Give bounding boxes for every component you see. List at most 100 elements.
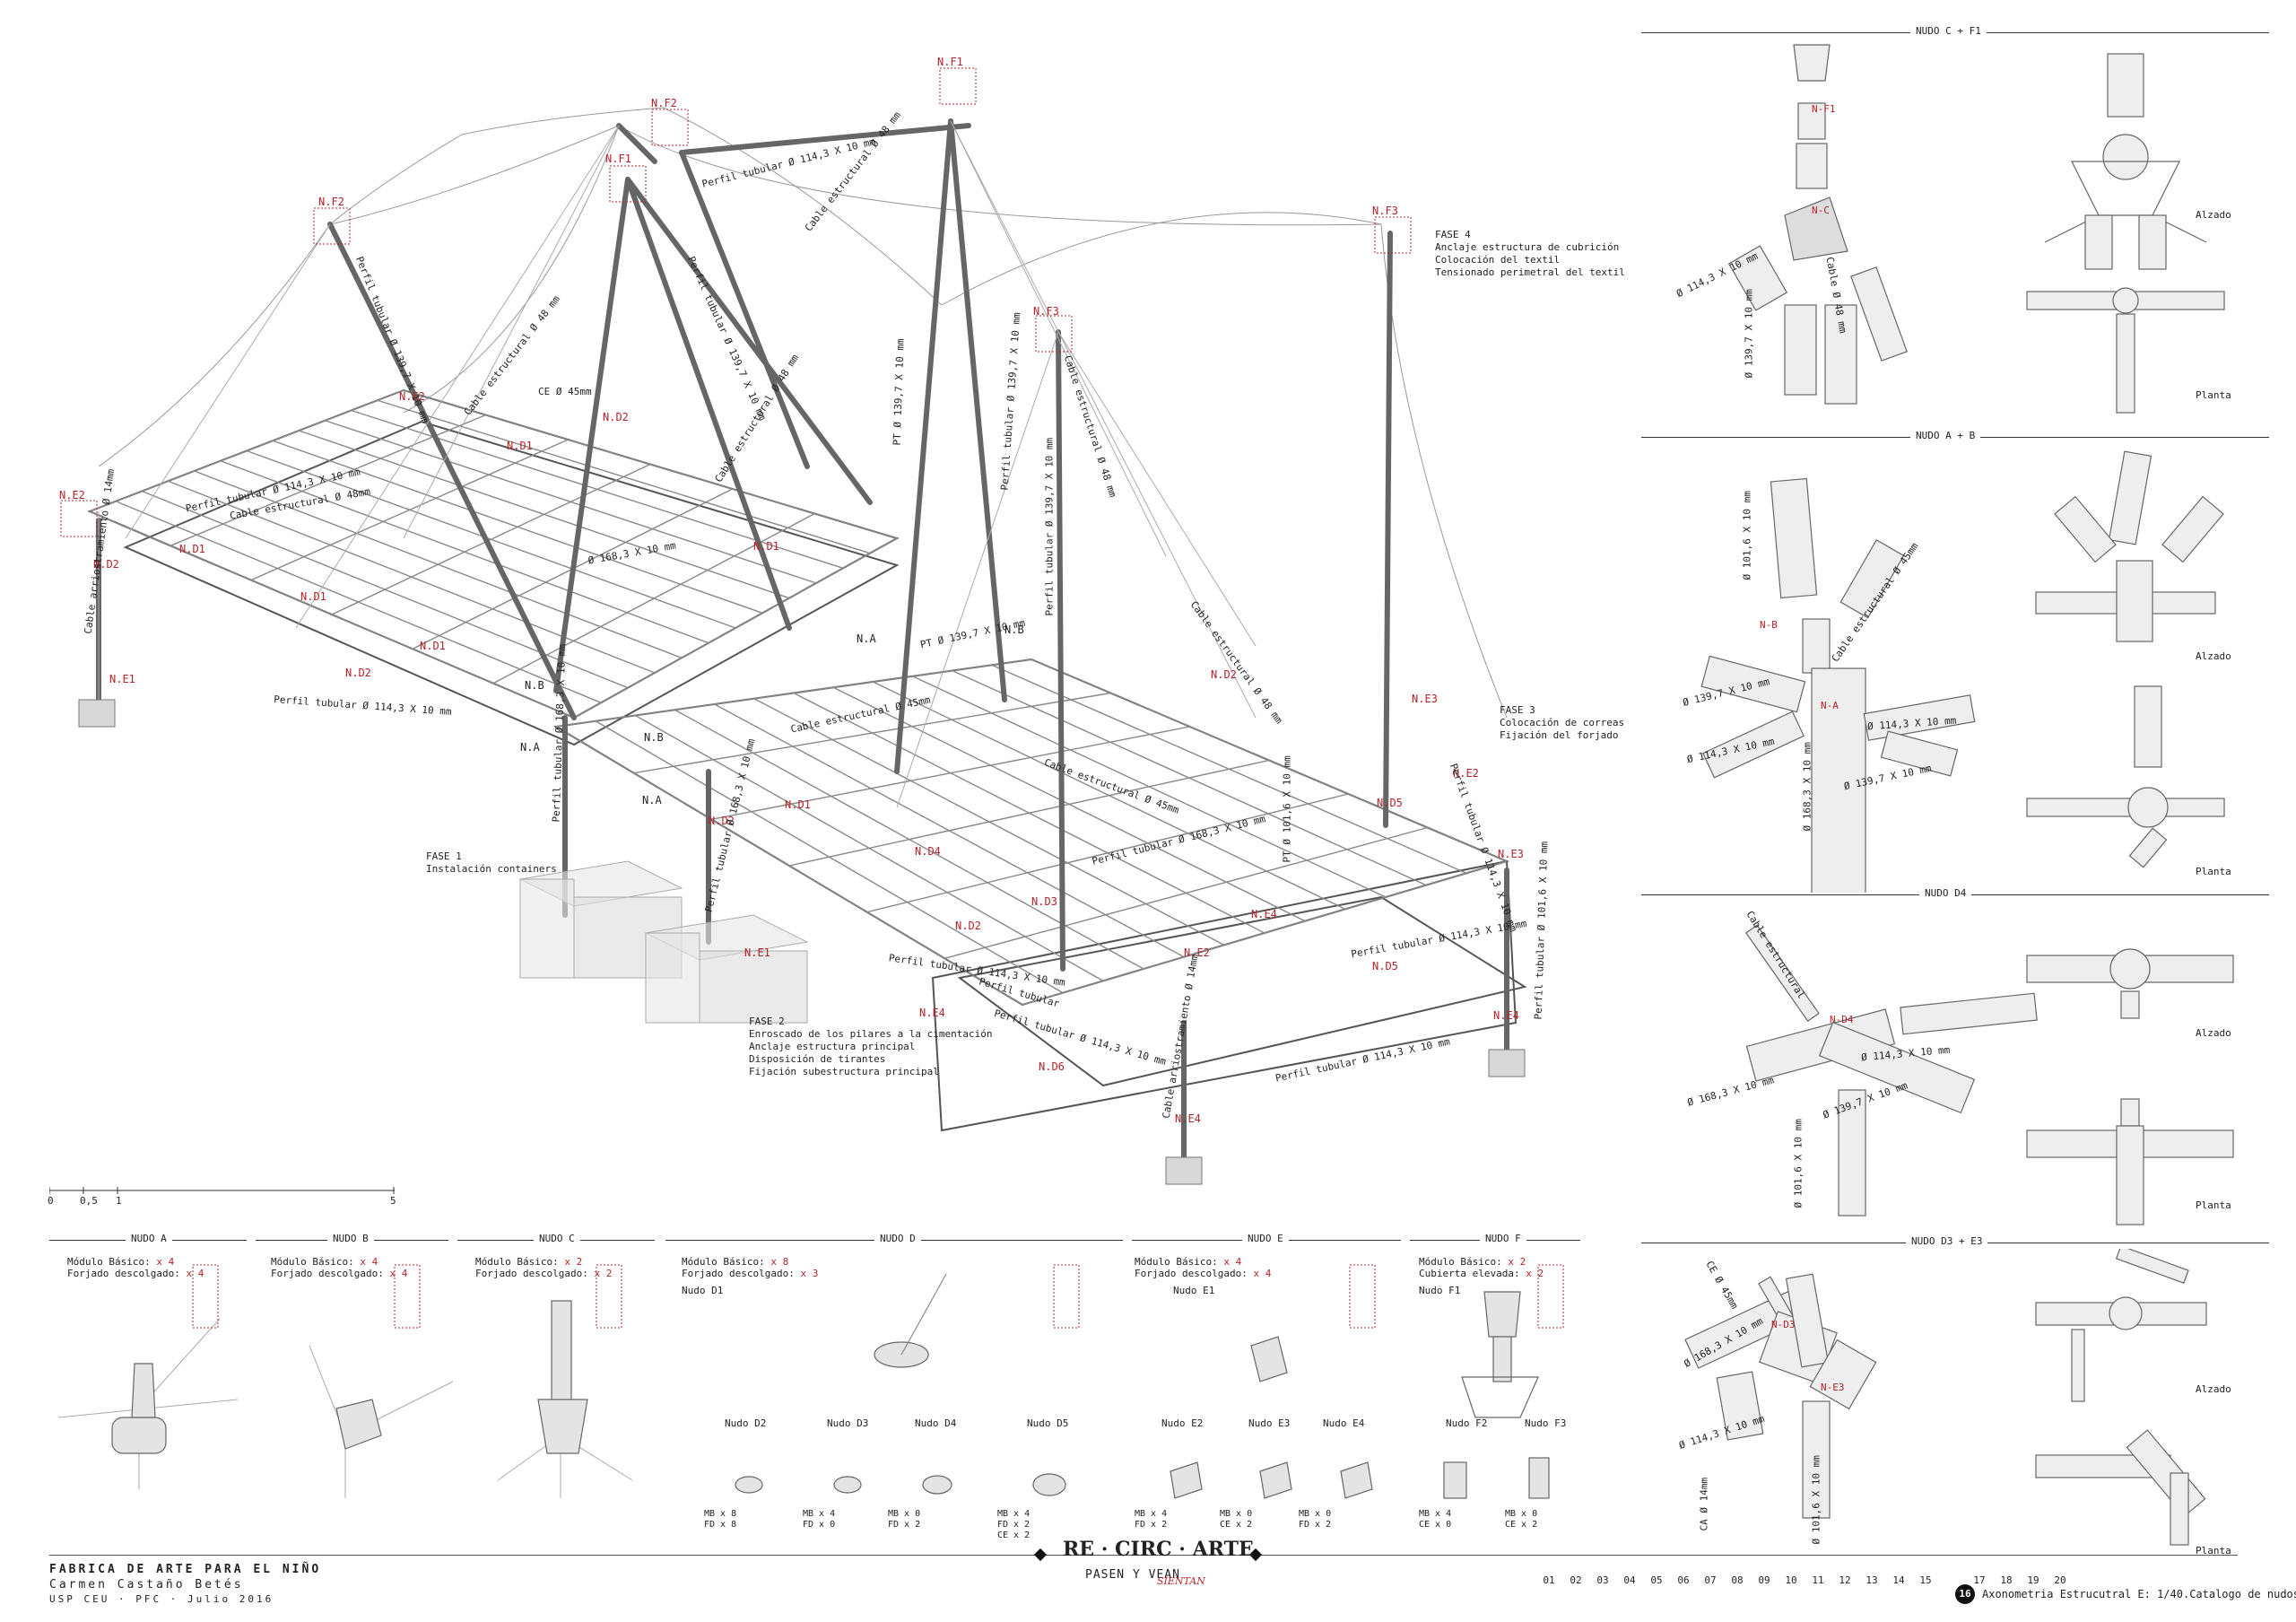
catalog-subnode: Nudo E2 <box>1161 1417 1204 1429</box>
node-callout: N-D4 <box>1830 1014 1854 1025</box>
page-number[interactable]: 03 <box>1596 1574 1609 1586</box>
grid-purlin <box>1022 860 1508 1006</box>
node-callout: N-E3 <box>1821 1382 1845 1393</box>
node-label: N.F2 <box>651 97 677 109</box>
catalog-subnode: Nudo E1 <box>1173 1285 1215 1296</box>
catalog-line: Módulo Básico: x 8 <box>682 1256 789 1268</box>
page-number[interactable]: 20 <box>2054 1574 2066 1586</box>
page-number[interactable]: 19 <box>2027 1574 2039 1586</box>
panel-title: NUDO D4 <box>1919 887 1972 899</box>
project-title: FABRICA DE ARTE PARA EL NIÑO <box>49 1563 322 1576</box>
view-label: Alzado <box>2196 650 2231 662</box>
catalog-title: NUDO B <box>327 1233 374 1244</box>
catalog-title: NUDO F <box>1480 1233 1526 1244</box>
node-dimension-marker <box>313 207 351 245</box>
scale-bar-line <box>48 1187 395 1194</box>
page-number[interactable]: 06 <box>1677 1574 1690 1586</box>
slogan: PASEN Y VEAN <box>1085 1568 1180 1582</box>
scale-tick: 0 <box>48 1195 54 1207</box>
node-label: N.F2 <box>318 196 344 208</box>
view-label: Alzado <box>2196 1027 2231 1039</box>
page-number[interactable]: 08 <box>1731 1574 1744 1586</box>
page-number[interactable]: 10 <box>1785 1574 1797 1586</box>
node-callout: N-B <box>1760 619 1778 631</box>
node-dimension-marker <box>60 500 98 537</box>
node-label: N.D2 <box>93 558 119 571</box>
page-number[interactable]: 15 <box>1919 1574 1932 1586</box>
node-label: N.D1 <box>753 540 779 553</box>
grid-purlin <box>788 759 1270 867</box>
member-label: Ø 101,6 X 10 mm <box>1810 1455 1822 1545</box>
node-dimension-marker <box>939 67 977 105</box>
catalog-title: NUDO A <box>126 1233 172 1244</box>
page-number[interactable]: 02 <box>1570 1574 1582 1586</box>
page-number[interactable]: 04 <box>1623 1574 1636 1586</box>
node-callout: N-A <box>1821 700 1839 711</box>
node-label: N.D1 <box>300 590 326 603</box>
node-label: N.D2 <box>955 920 981 932</box>
catalog-subnode: Nudo D2 <box>725 1417 767 1429</box>
page-number[interactable]: 05 <box>1650 1574 1663 1586</box>
catalog-line: Cubierta elevada: x 2 <box>1419 1268 1544 1279</box>
node-label: N.D4 <box>915 845 941 858</box>
author-name: Carmen Castaño Betés <box>49 1578 244 1591</box>
member-label: CA Ø 14mm <box>1698 1477 1710 1531</box>
phase-3-notes: FASE 3 Colocación de correas Fijación de… <box>1500 704 1625 741</box>
page-number[interactable]: 13 <box>1866 1574 1878 1586</box>
node-label: N.D1 <box>785 798 811 811</box>
node-label: N.D2 <box>345 667 371 679</box>
catalog-subnode: Nudo F2 <box>1446 1417 1488 1429</box>
dimension-label: CE Ø 45mm <box>538 386 592 397</box>
node-label: N.D2 <box>1211 668 1237 681</box>
node-label: N.E4 <box>919 1007 945 1019</box>
node-label: N.E3 <box>1412 693 1438 705</box>
node-label: N.F1 <box>937 56 963 68</box>
page-number[interactable]: 09 <box>1758 1574 1770 1586</box>
catalog-line: Módulo Básico: x 2 <box>475 1256 583 1268</box>
node-label: N.E2 <box>1453 767 1479 780</box>
node-label: N.A <box>642 794 662 807</box>
catalog-node-sketches <box>57 1264 1564 1499</box>
grid-purlin <box>633 692 1111 774</box>
axonometric-structure-drawing <box>60 67 1527 1185</box>
catalog-title: NUDO E <box>1242 1233 1289 1244</box>
node-dimension-marker <box>1374 216 1412 254</box>
node-label: N.E2 <box>59 489 85 501</box>
school-date: USP CEU · PFC · Julio 2016 <box>49 1593 274 1605</box>
page-number[interactable]: 17 <box>1973 1574 1986 1586</box>
node-label: N.E1 <box>744 946 770 959</box>
node-callout: N-C <box>1812 205 1830 216</box>
footer-diamond-icon <box>1033 1548 1048 1562</box>
page-number[interactable]: 11 <box>1812 1574 1824 1586</box>
view-label: Alzado <box>2196 209 2231 221</box>
grid-purlin <box>866 793 1349 913</box>
page-number[interactable]: 01 <box>1543 1574 1555 1586</box>
page-number[interactable]: 18 <box>2000 1574 2013 1586</box>
slogan-handwritten: SIENTAN <box>1157 1575 1205 1587</box>
nudo-d4-drawings <box>1745 924 2234 1225</box>
footer-divider <box>49 1555 2238 1556</box>
catalog-line: Forjado descolgado: x 3 <box>682 1268 819 1279</box>
page-number[interactable]: 14 <box>1892 1574 1905 1586</box>
page-number[interactable]: 12 <box>1839 1574 1851 1586</box>
node-label: N.F3 <box>1033 305 1059 318</box>
scale-tick: 0,5 <box>80 1195 98 1207</box>
member-label: Ø 168,3 X 10 mm <box>1801 742 1813 832</box>
view-label: Planta <box>2196 1199 2231 1211</box>
catalog-line: Módulo Básico: x 4 <box>271 1256 378 1268</box>
node-label: N.E4 <box>1175 1112 1201 1125</box>
nudo-c-f1-drawings <box>1727 44 2225 414</box>
grid-purlin <box>331 463 651 615</box>
view-label: Alzado <box>2196 1383 2231 1395</box>
page-index: 0102030405060708091011121314151617181920 <box>1535 1570 2244 1587</box>
nudo-a-b-drawings <box>1700 450 2225 893</box>
page-number[interactable]: 07 <box>1704 1574 1717 1586</box>
grid-purlin <box>573 537 898 719</box>
catalog-subnode: Nudo D1 <box>682 1285 724 1296</box>
